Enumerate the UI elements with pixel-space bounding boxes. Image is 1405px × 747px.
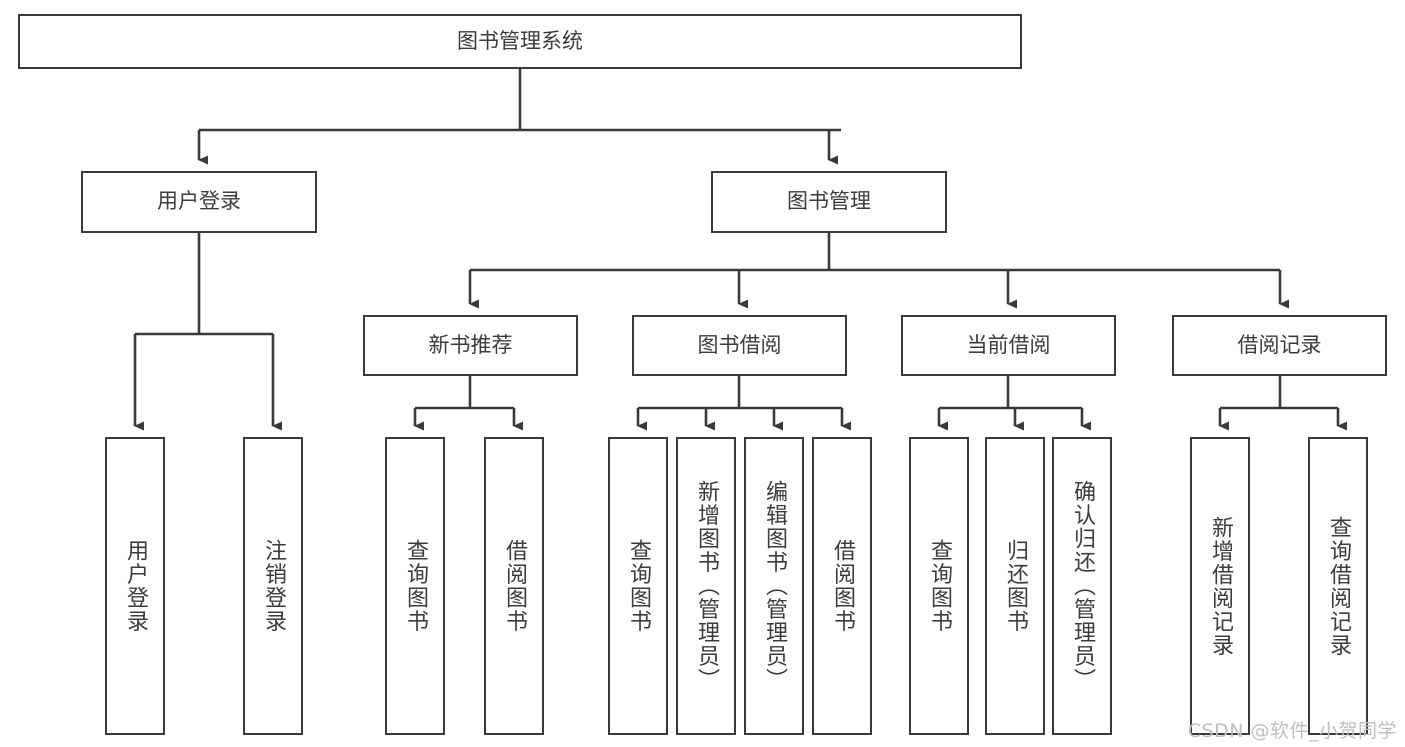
node-leaf-query-book-recommend-label: 查询图书 (403, 539, 428, 633)
node-leaf-return-book-label: 归还图书 (1003, 539, 1028, 633)
node-leaf-borrow-book-recommend[interactable]: 借阅图书 (484, 437, 544, 735)
node-book-borrow[interactable]: 图书借阅 (632, 315, 847, 376)
node-leaf-logout[interactable]: 注销登录 (243, 437, 303, 735)
node-root[interactable]: 图书管理系统 (18, 14, 1022, 69)
node-new-book-recommend[interactable]: 新书推荐 (363, 315, 578, 376)
node-borrow-record-label: 借阅记录 (1237, 332, 1322, 357)
node-leaf-query-book-current-label: 查询图书 (927, 539, 952, 633)
node-leaf-query-book-current[interactable]: 查询图书 (909, 437, 969, 735)
node-leaf-borrow-book-recommend-label: 借阅图书 (502, 539, 527, 633)
node-current-borrow[interactable]: 当前借阅 (901, 315, 1116, 376)
node-leaf-return-book[interactable]: 归还图书 (985, 437, 1045, 735)
node-leaf-edit-book-label: 编辑图书（管理员） (762, 480, 787, 692)
node-new-book-recommend-label: 新书推荐 (428, 332, 513, 357)
node-leaf-add-book[interactable]: 新增图书（管理员） (676, 437, 736, 735)
node-user-login[interactable]: 用户登录 (81, 171, 317, 233)
node-leaf-logout-label: 注销登录 (261, 539, 286, 633)
node-leaf-borrow-book-label: 借阅图书 (830, 539, 855, 633)
watermark: CSDN @软件_小贺同学 (1187, 720, 1397, 742)
node-book-manage-label: 图书管理 (787, 189, 871, 214)
node-leaf-add-borrow-record[interactable]: 新增借阅记录 (1190, 437, 1250, 735)
node-root-label: 图书管理系统 (457, 28, 583, 53)
node-leaf-borrow-book[interactable]: 借阅图书 (812, 437, 872, 735)
node-leaf-query-borrow-record-label: 查询借阅记录 (1326, 515, 1351, 657)
node-leaf-user-login[interactable]: 用户登录 (105, 437, 165, 735)
node-leaf-confirm-return-label: 确认归还（管理员） (1070, 480, 1095, 692)
node-leaf-add-book-label: 新增图书（管理员） (694, 480, 719, 692)
node-leaf-confirm-return[interactable]: 确认归还（管理员） (1052, 437, 1112, 735)
node-current-borrow-label: 当前借阅 (966, 332, 1051, 357)
node-book-manage[interactable]: 图书管理 (711, 171, 947, 233)
node-leaf-query-book-recommend[interactable]: 查询图书 (385, 437, 445, 735)
node-leaf-user-login-label: 用户登录 (123, 539, 148, 633)
node-leaf-query-borrow-record[interactable]: 查询借阅记录 (1308, 437, 1368, 735)
node-leaf-add-borrow-record-label: 新增借阅记录 (1208, 515, 1233, 657)
node-leaf-query-book-borrow[interactable]: 查询图书 (608, 437, 668, 735)
node-borrow-record[interactable]: 借阅记录 (1172, 315, 1387, 376)
node-leaf-query-book-borrow-label: 查询图书 (626, 539, 651, 633)
node-leaf-edit-book[interactable]: 编辑图书（管理员） (744, 437, 804, 735)
node-user-login-label: 用户登录 (157, 189, 241, 214)
node-book-borrow-label: 图书借阅 (697, 332, 782, 357)
